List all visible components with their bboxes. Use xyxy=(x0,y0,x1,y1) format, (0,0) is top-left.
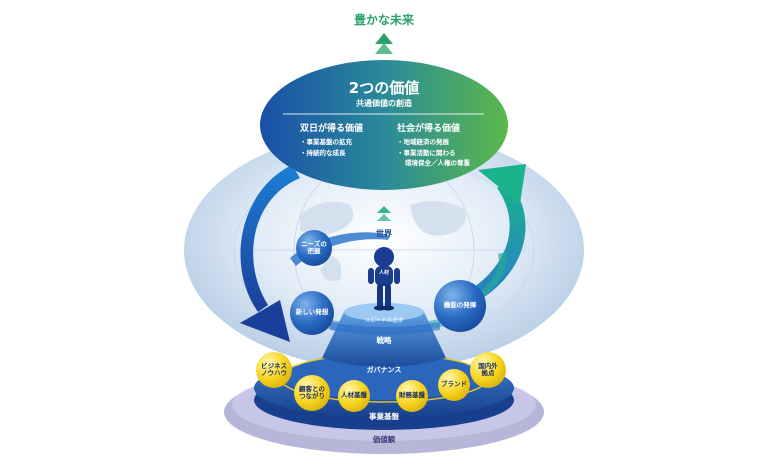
world-up-arrow xyxy=(377,206,391,213)
left-value-item: ・事業基盤の拡充 xyxy=(300,138,352,146)
world-up-arrow-2 xyxy=(377,214,391,221)
strategy-cone-top xyxy=(344,303,424,321)
two-values-ellipse xyxy=(260,60,508,190)
top-up-arrow xyxy=(375,33,393,44)
governance-label: ガバナンス xyxy=(366,366,402,374)
business-knowhow-ball: ビジネス ノウハウ xyxy=(256,352,292,388)
continents xyxy=(300,201,466,282)
person-figure xyxy=(368,247,400,311)
right-value-item: ・事業活動に関わる xyxy=(397,149,456,157)
brand-label: ブランド xyxy=(441,380,467,389)
function-label: 機能の発揮 xyxy=(443,301,477,310)
right-cycle-arrow xyxy=(470,180,526,300)
two-values-title: 2つの価値 xyxy=(348,79,420,97)
function-ball: 機能の発揮 xyxy=(434,280,486,332)
right-arrow-head xyxy=(478,164,526,204)
needs-label: 把握 xyxy=(307,247,321,255)
global-bases-label: 拠点 xyxy=(481,369,495,377)
customer-ties-label: 顧客との xyxy=(299,384,325,393)
left-value-item: ・持続的な成長 xyxy=(300,149,346,157)
right-value-item: ・地域経済の発展 xyxy=(397,138,449,146)
needs-label: ニーズの xyxy=(301,239,327,248)
top-up-arrow-2 xyxy=(375,43,393,54)
global-bases-label: 国内外 xyxy=(478,361,498,370)
left-arrow-head xyxy=(240,300,290,342)
person-badge: 人材 xyxy=(378,270,390,276)
needs-ball: ニーズの 把握 xyxy=(296,230,332,266)
left-cycle-arrow xyxy=(240,165,300,312)
speed-band xyxy=(330,322,440,335)
hr-base-ball: 人材基盤 xyxy=(338,380,370,412)
finance-base-label: 財務基盤 xyxy=(399,391,425,400)
world-label: 世界 xyxy=(376,229,392,238)
speed-label: スピードの追求 xyxy=(364,318,404,324)
right-value-header: 社会が得る価値 xyxy=(397,124,461,134)
finance-base-ball: 財務基盤 xyxy=(396,380,428,412)
customer-ties-label: つながり xyxy=(299,392,325,400)
brand-ball: ブランド xyxy=(438,369,470,401)
governance-disc xyxy=(289,352,479,400)
new-idea-label: 新しい発想 xyxy=(295,308,329,317)
business-knowhow-label: ノウハウ xyxy=(261,369,287,377)
strategy-label: 戦略 xyxy=(376,336,392,345)
two-values-subtitle: 共通価値の創造 xyxy=(356,99,412,108)
values-base-label: 価値観 xyxy=(372,435,396,444)
future-goal-label: 豊かな未来 xyxy=(353,13,415,27)
business-base-label: 事業基盤 xyxy=(369,412,399,421)
global-bases-ball: 国内外 拠点 xyxy=(470,352,506,388)
hr-base-label: 人材基盤 xyxy=(341,391,367,400)
left-value-header: 双日が得る価値 xyxy=(300,124,364,134)
business-knowhow-label: ビジネス xyxy=(261,361,287,370)
right-value-item: 環境保全／人権の尊重 xyxy=(405,159,470,167)
customer-ties-ball: 顧客との つながり xyxy=(294,375,330,411)
new-idea-ball: 新しい発想 xyxy=(290,291,334,335)
